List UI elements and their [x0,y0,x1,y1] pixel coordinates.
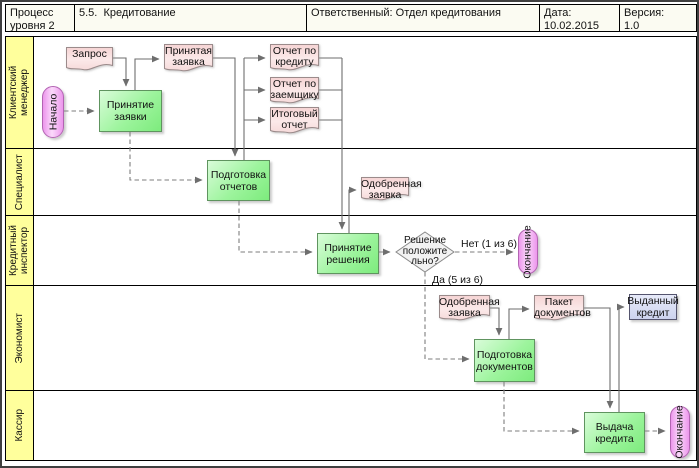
task-make-decision[interactable]: Принятие решения [317,233,379,274]
lane-specialist: Специалист [6,149,34,215]
task-make-decision-label: Принятие решения [324,241,372,266]
document-request[interactable]: Запрос [66,47,113,72]
task-accept-request[interactable]: Принятие заявки [99,90,162,132]
end-event-inspector-label: Окончание [522,224,534,279]
document-shape [270,107,319,134]
lane-divider-1 [6,148,697,149]
gateway-text-line3: льно? [411,256,439,267]
object-issued-credit-label: Выданный кредит [627,295,679,319]
edge-label-yes: Да (5 из 6) [432,274,484,286]
task-prepare-documents-label: Подготовка документов [476,348,533,373]
object-issued-credit[interactable]: Выданный кредит [627,294,679,320]
lane-divider-3 [6,285,697,286]
document-accepted-request-label: Принятая заявка [165,45,212,68]
lane-divider-4 [6,390,697,391]
gateway-text-line1: Решение [403,235,447,246]
start-event[interactable]: Начало [42,86,64,138]
lane-cashier-label: Кассир [13,409,25,442]
document-shape [270,44,319,71]
responsible-text: Ответственный: Отдел кредитования [311,7,501,19]
lane-credit-inspector: Кредитный инспектор [6,216,34,285]
start-event-label: Начало [47,93,59,131]
lane-economist-label: Экономист [13,312,25,364]
date-value: 10.02.2015 [544,20,600,32]
document-shape [439,295,490,321]
document-borrower-report[interactable]: Отчет по заемщику [270,77,319,105]
edge-label-no: Нет (1 из 6) [461,238,517,250]
document-credit-report[interactable]: Отчет по кредиту [270,44,319,72]
version-label: Версия: [624,7,665,19]
document-shape [534,295,584,321]
lane-credit-inspector-label: Кредитный инспектор [8,224,31,277]
task-issue-credit[interactable]: Выдача кредита [584,412,645,453]
document-credit-report-label: Отчет по кредиту [272,45,317,68]
gateway-text-line2: положите [402,245,448,257]
gateway-decision[interactable]: Решение положите льно? [395,231,455,273]
document-final-report-label: Итоговый отчет [271,108,318,131]
document-shape [66,47,113,71]
lane-specialist-label: Специалист [13,153,25,211]
document-shape [164,44,213,72]
end-event-inspector[interactable]: Окончание [518,225,538,278]
document-final-report[interactable]: Итоговый отчет [270,107,319,135]
document-borrower-report-label: Отчет по заемщику [270,78,319,101]
lane-divider-2 [6,215,697,216]
header-process-line2: уровня 2 [10,20,55,32]
lane-cashier: Кассир [6,391,34,460]
gateway-decision-text: Решение положите льно? [395,235,455,268]
lane-economist: Экономист [6,286,34,390]
document-package[interactable]: Пакет документов [534,295,591,322]
date-label: Дата: [544,7,572,19]
document-approved-request-specialist-label: Одобренная заявка [361,178,422,201]
task-accept-request-label: Принятие заявки [106,99,155,123]
document-approved-request-economist[interactable]: Одобренная заявка [439,295,500,322]
version-value: 1.0 [624,20,640,32]
document-shape [270,77,319,104]
document-accepted-request[interactable]: Принятая заявка [164,44,213,73]
task-issue-credit-label: Выдача кредита [595,420,634,445]
header-cell-date: Дата:10.02.2015 [539,4,620,32]
end-event-cashier-label: Окончание [674,405,686,459]
document-request-label: Запрос [72,48,107,60]
document-package-label: Пакет документов [534,296,591,319]
document-approved-request-specialist[interactable]: Одобренная заявка [361,177,422,202]
header-cell-responsible: Ответственный: Отдел кредитования [306,4,540,32]
task-prepare-documents[interactable]: Подготовка документов [474,339,535,382]
lane-client-manager-label: Клиентский менеджер [8,65,31,120]
task-prepare-reports[interactable]: Подготовка отчетов [207,160,270,201]
header-cell-version: Версия:1.0 [619,4,697,32]
task-prepare-reports-label: Подготовка отчетов [210,168,267,193]
lane-client-manager: Клиентский менеджер [6,37,34,148]
document-approved-request-economist-label: Одобренная заявка [439,296,500,319]
document-shape [361,177,409,201]
header-process-line1: Процесс [10,7,54,19]
header-cell-title: 5.5. Кредитование [74,4,307,32]
gateway-diamond-shape [395,231,455,273]
process-title: 5.5. Кредитование [79,7,176,19]
end-event-cashier[interactable]: Окончание [670,405,690,459]
lane-label-column [6,37,34,460]
